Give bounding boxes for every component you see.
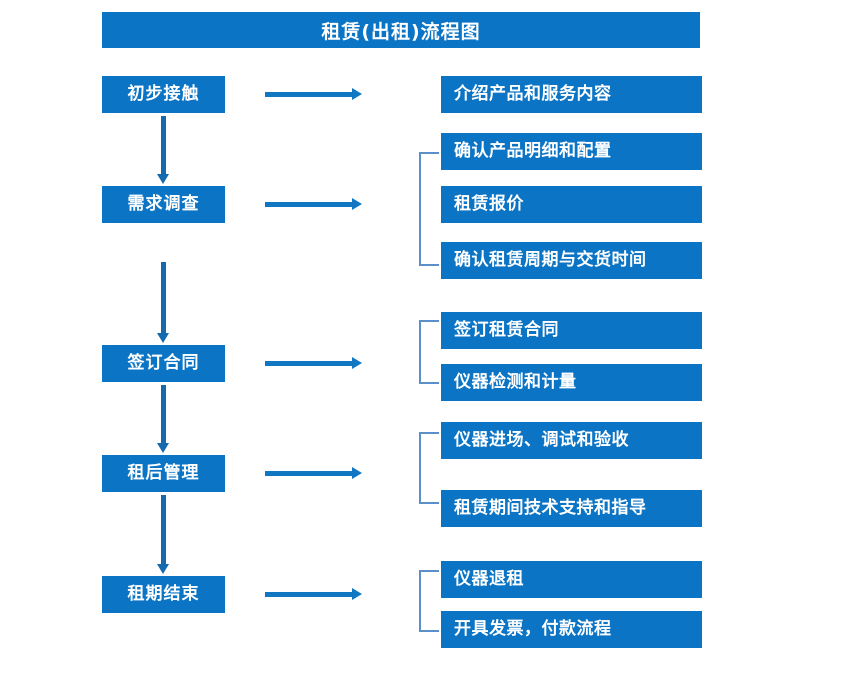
connector-arrow-stage4-stage5: [157, 495, 170, 576]
connector-arrow-stage1-stage2: [157, 116, 170, 186]
arrow-shaft: [161, 385, 166, 443]
connector-arrow-stage3-stage4: [157, 385, 170, 455]
detail-node-2[interactable]: 确认产品明细和配置: [441, 133, 702, 170]
stage-node-2[interactable]: 需求调查: [102, 186, 225, 223]
arrow-shaft: [161, 262, 166, 333]
arrow-shaft: [265, 360, 353, 366]
flow-arrow-stage1-details: [265, 88, 362, 100]
arrow-head: [352, 467, 362, 479]
arrow-head: [352, 198, 362, 210]
arrow-head: [352, 88, 362, 100]
connector-arrow-stage2-stage3: [157, 262, 170, 345]
flow-arrow-stage4-details: [265, 467, 362, 479]
arrow-head: [157, 443, 169, 453]
group-bracket-stage2: [419, 152, 439, 266]
stage-node-4[interactable]: 租后管理: [102, 455, 225, 492]
arrow-head: [157, 333, 169, 343]
diagram-title: 租赁(出租)流程图: [102, 12, 700, 48]
arrow-head: [157, 174, 169, 184]
stage-node-3[interactable]: 签订合同: [102, 345, 225, 382]
detail-node-4[interactable]: 确认租赁周期与交货时间: [441, 242, 702, 279]
flow-arrow-stage5-details: [265, 588, 362, 600]
arrow-head: [157, 564, 169, 574]
flow-arrow-stage2-details: [265, 198, 362, 210]
detail-node-1[interactable]: 介绍产品和服务内容: [441, 76, 702, 113]
arrow-head: [352, 357, 362, 369]
group-bracket-stage5: [419, 570, 439, 632]
detail-node-7[interactable]: 仪器进场、调试和验收: [441, 422, 702, 459]
detail-node-3[interactable]: 租赁报价: [441, 186, 702, 223]
stage-node-5[interactable]: 租期结束: [102, 576, 225, 613]
group-bracket-stage4: [419, 432, 439, 504]
arrow-shaft: [265, 470, 353, 476]
group-bracket-stage3: [419, 320, 439, 384]
detail-node-10[interactable]: 开具发票，付款流程: [441, 611, 702, 648]
detail-node-8[interactable]: 租赁期间技术支持和指导: [441, 490, 702, 527]
arrow-shaft: [265, 591, 353, 597]
arrow-shaft: [161, 116, 166, 174]
detail-node-6[interactable]: 仪器检测和计量: [441, 364, 702, 401]
arrow-shaft: [161, 495, 166, 564]
detail-node-5[interactable]: 签订租赁合同: [441, 312, 702, 349]
stage-node-1[interactable]: 初步接触: [102, 76, 225, 113]
arrow-shaft: [265, 91, 353, 97]
arrow-head: [352, 588, 362, 600]
arrow-shaft: [265, 201, 353, 207]
flow-arrow-stage3-details: [265, 357, 362, 369]
detail-node-9[interactable]: 仪器退租: [441, 561, 702, 598]
